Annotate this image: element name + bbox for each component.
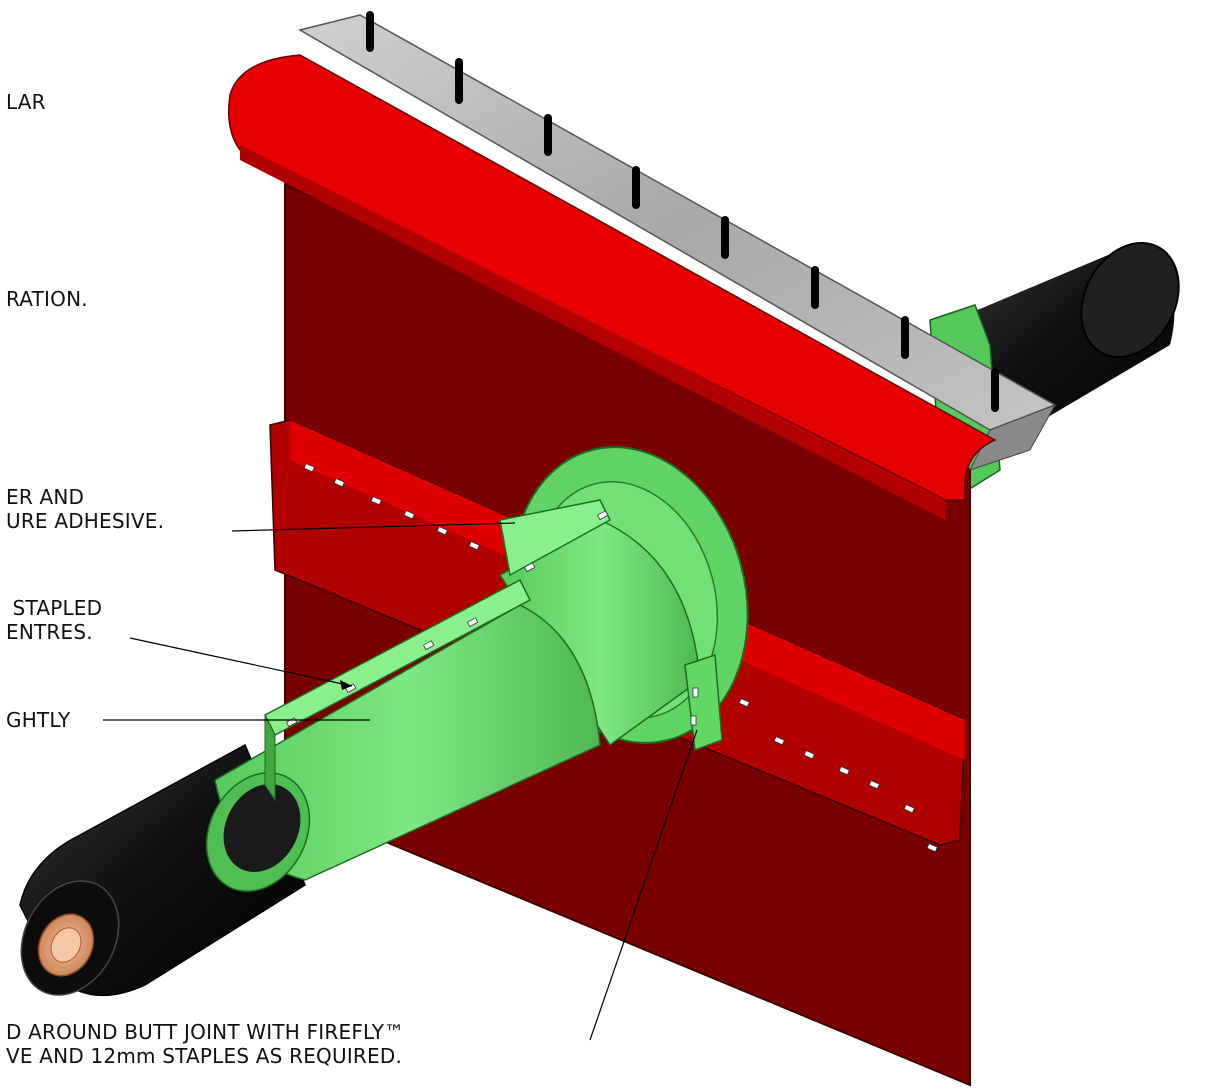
leader-lines [103, 522, 698, 1041]
leader-line-adhesive [231, 522, 516, 532]
callout-butt-joint: D AROUND BUTT JOINT WITH FIREFLY™ VE AND… [6, 1020, 404, 1068]
staple-row [303, 463, 938, 853]
callout-adhesive: ER AND URE ADHESIVE. [6, 485, 164, 533]
leader-line-butt-joint [589, 729, 698, 1041]
callout-top: LAR [6, 90, 46, 114]
steel-angle-top [228, 11, 1057, 520]
callout-stapled-line-2: ENTRES. [6, 620, 93, 644]
leader-line-stapled [129, 637, 353, 687]
callout-butt-joint-line-1: D AROUND BUTT JOINT WITH FIREFLY™ [6, 1020, 405, 1044]
callout-penetration: RATION. [6, 287, 88, 311]
green-sleeve-collar [205, 446, 749, 892]
callout-tightly-line-1: GHTLY [6, 708, 71, 732]
callout-tightly: GHTLY [6, 708, 70, 732]
callout-butt-joint-line-2: VE AND 12mm STAPLES AS REQUIRED. [6, 1044, 403, 1068]
callout-adhesive-line-2: URE ADHESIVE. [6, 509, 165, 533]
callout-adhesive-line-1: ER AND [6, 485, 85, 509]
arrowhead-stapled [340, 680, 352, 690]
callout-stapled: STAPLED ENTRES. [6, 596, 102, 644]
stud-row [366, 11, 999, 412]
callout-top-line-1: LAR [6, 90, 46, 114]
callout-penetration-line-1: RATION. [6, 287, 88, 311]
callout-stapled-line-1: STAPLED [6, 596, 103, 620]
